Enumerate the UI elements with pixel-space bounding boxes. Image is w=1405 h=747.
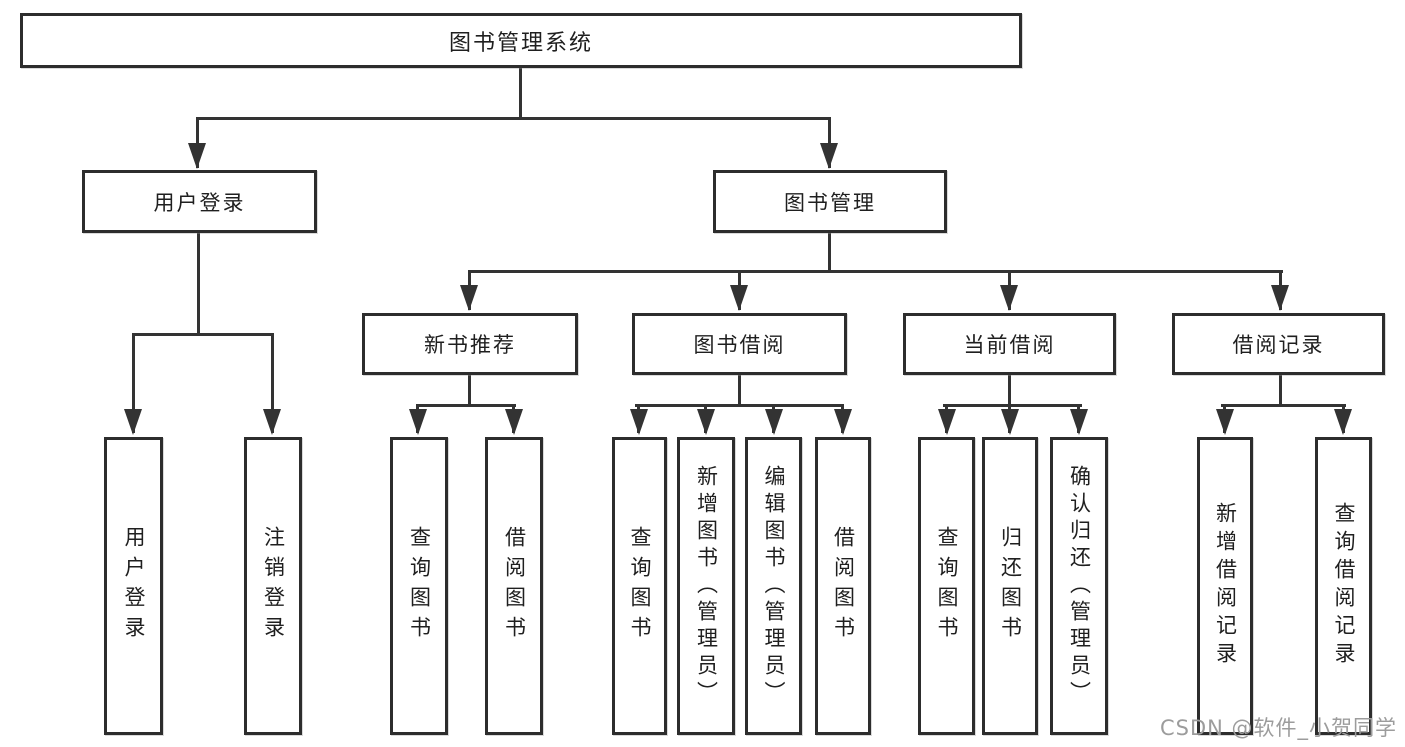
leaf-borrow-books-borrowing: 借阅图书 — [815, 437, 871, 735]
arrowhead-down-icon — [1271, 285, 1289, 311]
node-label: 用户登录 — [153, 190, 246, 215]
node-user-login: 用户登录 — [82, 170, 317, 233]
connector-line — [416, 404, 516, 407]
connector-line — [738, 373, 741, 407]
leaf-query-books-recommend: 查询图书 — [390, 437, 448, 735]
arrowhead-down-icon — [460, 285, 478, 311]
node-label: 图书借阅 — [693, 333, 786, 357]
node-label: 注销登录 — [261, 526, 286, 646]
node-label: 新增图书︵管理员︶ — [694, 464, 719, 708]
node-label: 归还图书 — [998, 526, 1023, 646]
node-book-management: 图书管理 — [713, 170, 947, 233]
arrowhead-down-icon — [697, 409, 715, 435]
node-library-management-system: 图书管理系统 — [20, 13, 1022, 68]
node-current-borrowing: 当前借阅 — [903, 313, 1116, 375]
arrowhead-down-icon — [938, 409, 956, 435]
connector-line — [197, 231, 200, 335]
node-label: 查询图书 — [935, 526, 959, 646]
node-borrowing-records: 借阅记录 — [1172, 313, 1385, 375]
leaf-user-login: 用户登录 — [104, 437, 163, 735]
leaf-edit-books-admin: 编辑图书︵管理员︶ — [745, 437, 802, 735]
node-label: 当前借阅 — [963, 333, 1056, 357]
leaf-return-books: 归还图书 — [982, 437, 1038, 735]
arrowhead-down-icon — [820, 143, 838, 169]
node-label: 查询图书 — [407, 526, 432, 646]
leaf-query-books-current: 查询图书 — [918, 437, 975, 735]
connector-line — [132, 333, 135, 433]
arrowhead-down-icon — [1000, 285, 1018, 311]
connector-line — [1008, 373, 1011, 407]
arrowhead-down-icon — [1001, 409, 1019, 435]
leaf-confirm-return-admin: 确认归还︵管理员︶ — [1050, 437, 1108, 735]
connector-line — [635, 404, 843, 407]
arrowhead-down-icon — [730, 285, 748, 311]
connector-line — [271, 333, 274, 433]
leaf-borrow-books-recommend: 借阅图书 — [485, 437, 543, 735]
arrowhead-down-icon — [188, 143, 206, 169]
arrowhead-down-icon — [1334, 409, 1352, 435]
connector-line — [468, 270, 1283, 273]
leaf-query-borrow-record: 查询借阅记录 — [1315, 437, 1372, 735]
node-label: 确认归还︵管理员︶ — [1067, 464, 1092, 708]
node-label: 查询借阅记录 — [1332, 502, 1356, 670]
node-label: 编辑图书︵管理员︶ — [762, 464, 786, 708]
node-label: 借阅图书 — [831, 526, 856, 646]
csdn-watermark: CSDN @软件_小贺同学 — [1160, 716, 1398, 740]
node-book-borrowing: 图书借阅 — [632, 313, 847, 375]
arrowhead-down-icon — [834, 409, 852, 435]
connector-line — [132, 333, 274, 336]
leaf-add-books-admin: 新增图书︵管理员︶ — [677, 437, 735, 735]
connector-line — [828, 231, 831, 273]
node-new-book-recommendation: 新书推荐 — [362, 313, 578, 375]
arrowhead-down-icon — [505, 409, 523, 435]
arrowhead-down-icon — [263, 409, 281, 435]
arrowhead-down-icon — [765, 409, 783, 435]
connector-line — [196, 117, 831, 120]
connector-line — [1279, 373, 1282, 407]
arrowhead-down-icon — [630, 409, 648, 435]
connector-line — [1221, 404, 1346, 407]
connector-line — [196, 117, 199, 168]
node-label: 借阅图书 — [502, 526, 527, 646]
node-label: 新书推荐 — [424, 333, 516, 357]
node-label: 查询图书 — [628, 526, 652, 646]
connector-line — [519, 66, 522, 119]
arrowhead-down-icon — [1070, 409, 1088, 435]
leaf-query-books-borrowing: 查询图书 — [612, 437, 667, 735]
node-label: 图书管理系统 — [448, 30, 593, 56]
connector-line — [828, 117, 831, 168]
node-label: 新增借阅记录 — [1213, 502, 1238, 670]
leaf-logout: 注销登录 — [244, 437, 302, 735]
arrowhead-down-icon — [124, 409, 142, 435]
arrowhead-down-icon — [409, 409, 427, 435]
connector-line — [468, 373, 471, 407]
leaf-add-borrow-record: 新增借阅记录 — [1197, 437, 1253, 735]
node-label: 图书管理 — [784, 190, 876, 215]
arrowhead-down-icon — [1216, 409, 1234, 435]
node-label: 借阅记录 — [1232, 333, 1325, 357]
node-label: 用户登录 — [122, 526, 146, 646]
connector-line — [943, 404, 1082, 407]
